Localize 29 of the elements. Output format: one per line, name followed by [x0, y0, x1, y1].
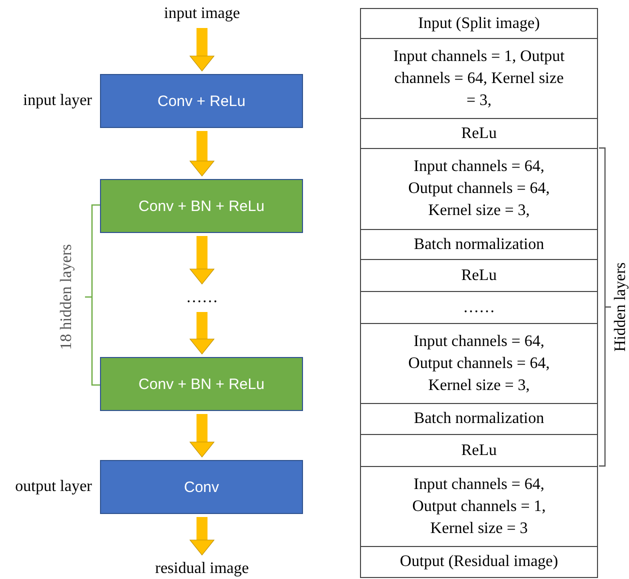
table-cell: Input channels = 64, Output channels = 64, Kernel size = 3, — [361, 323, 597, 403]
table-cell: ReLu — [361, 259, 597, 291]
table-cell: …… — [361, 291, 597, 323]
table-cell: Input channels = 64, Output channels = 64, Kernel size = 3, — [361, 148, 597, 229]
layer-box: Conv + ReLu — [100, 74, 303, 128]
layer-label: output layer — [15, 478, 92, 496]
arrow — [189, 517, 215, 556]
flow-text: residual image — [130, 558, 274, 579]
table-cell: ReLu — [361, 434, 597, 466]
table-cell: Batch normalization — [361, 403, 597, 434]
layer-box: Conv + BN + ReLu — [100, 179, 303, 233]
table-cell: Input channels = 64, Output channels = 1, Kernel size = 3 — [361, 466, 597, 546]
flow-text: input image — [130, 3, 274, 25]
table-cell: Input channels = 1, Output channels = 64, Kernel size = 3, — [361, 38, 597, 118]
table-cell: Input (Split image) — [361, 8, 597, 38]
layer-label: input layer — [23, 92, 92, 110]
table-cell: Output (Residual image) — [361, 546, 597, 578]
arrow — [189, 414, 215, 458]
arrow — [189, 28, 215, 72]
bracket-label: 18 hidden layers — [58, 244, 76, 350]
table-cell: ReLu — [361, 118, 597, 148]
arrow — [189, 312, 215, 354]
flow-text: …… — [160, 287, 244, 309]
layer-box: Conv + BN + ReLu — [100, 357, 303, 411]
table-cell: Batch normalization — [361, 229, 597, 259]
arrow — [189, 236, 215, 284]
layer-box: Conv — [100, 460, 303, 514]
bracket-label: Hidden layers — [612, 262, 629, 352]
arrow — [189, 131, 215, 176]
